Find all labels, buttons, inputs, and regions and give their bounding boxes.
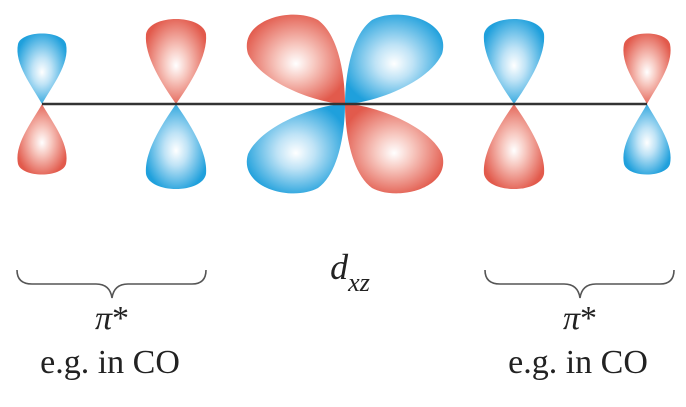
lobe-blue-top — [17, 33, 67, 104]
left-pi-star-label: π* — [52, 300, 172, 338]
lobe-red-top — [623, 33, 671, 104]
lobe-blue-upper-right — [345, 14, 444, 104]
right-example-label: e.g. in CO — [508, 344, 648, 381]
lobe-blue-top — [483, 19, 545, 104]
lobe-red-bottom — [483, 104, 545, 189]
lobe-blue-lower-left — [246, 104, 345, 194]
dxz-label-main: d — [330, 247, 349, 287]
right-brace — [484, 269, 675, 299]
dxz-label-subscript: xz — [348, 268, 370, 297]
left-brace — [16, 269, 207, 299]
right-pi-star-label: π* — [520, 300, 640, 338]
pi-star-right-orbital-2 — [623, 33, 671, 175]
lobe-red-upper-left — [246, 14, 345, 104]
lobe-blue-bottom — [145, 104, 207, 189]
left-example-label: e.g. in CO — [40, 344, 180, 381]
lobe-red-lower-right — [345, 104, 444, 194]
left-pi-superscript: * — [112, 300, 130, 337]
pi-star-left-orbital-2 — [145, 19, 207, 189]
pi-star-left-orbital-1 — [17, 33, 67, 175]
lobe-blue-bottom — [623, 104, 671, 175]
left-pi-symbol: π — [94, 300, 113, 337]
right-pi-symbol: π — [562, 300, 581, 337]
lobe-red-bottom — [17, 104, 67, 175]
lobe-red-top — [145, 19, 207, 104]
dxz-orbital — [246, 14, 444, 194]
right-pi-superscript: * — [580, 300, 598, 337]
pi-star-right-orbital-1 — [483, 19, 545, 189]
dxz-label: dxz — [300, 246, 400, 298]
